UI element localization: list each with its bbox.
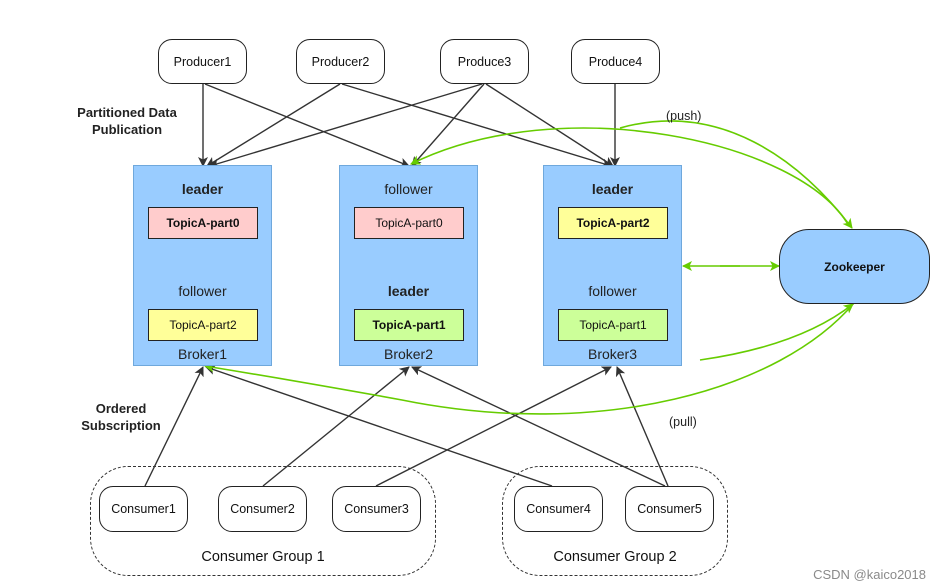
consumer-node: Consumer5 (625, 486, 714, 532)
consumer-group-2: Consumer Group 2 (502, 466, 728, 576)
partition-box: TopicA-part1 (558, 309, 668, 341)
arrow-producer2-broker1 (206, 83, 341, 167)
consumer-group-label: Consumer Group 1 (201, 549, 325, 565)
consumer-group-label: Consumer Group 2 (553, 549, 677, 565)
pull-label: (pull) (669, 415, 697, 429)
broker-3: leader TopicA-part2 follower TopicA-part… (543, 165, 682, 366)
consumer-node: Consumer3 (332, 486, 421, 532)
producer-label: Produce4 (588, 54, 643, 69)
broker-1: leader TopicA-part0 follower TopicA-part… (133, 165, 272, 366)
broker-bottom-role: leader (387, 283, 430, 299)
zookeeper-label: Zookeeper (824, 259, 885, 274)
arrow-producer1-broker2 (204, 83, 410, 168)
arrow-produce3-broker2 (411, 83, 485, 167)
arrow-produce3-broker3 (485, 83, 614, 167)
arrow-consumer4-broker1 (205, 365, 553, 487)
zookeeper-node: Zookeeper (779, 229, 930, 304)
broker-top-role: leader (181, 181, 224, 197)
caption-subscription: Ordered Subscription (81, 401, 161, 433)
consumer-label: Consumer5 (637, 502, 702, 516)
arrow-producer2-broker3 (341, 83, 612, 169)
producer-node: Produce4 (571, 39, 660, 84)
push-label: (push) (666, 109, 702, 123)
broker-bottom-role: follower (178, 283, 227, 299)
producer-node: Produce3 (440, 39, 529, 84)
consumer-label: Consumer2 (230, 502, 295, 516)
producer-label: Producer1 (173, 54, 232, 69)
broker-name: Broker1 (177, 346, 228, 362)
broker-bottom-role: follower (588, 283, 637, 299)
broker-2: follower TopicA-part0 leader TopicA-part… (339, 165, 478, 366)
producer-node: Producer2 (296, 39, 385, 84)
producer-node: Producer1 (158, 39, 247, 84)
consumer-group-1: Consumer Group 1 (90, 466, 436, 576)
producer-label: Producer2 (311, 54, 370, 69)
broker-top-role: follower (384, 181, 433, 197)
consumer-node: Consumer1 (99, 486, 188, 532)
partition-box: TopicA-part0 (148, 207, 258, 239)
partition-box: TopicA-part0 (354, 207, 464, 239)
producer-label: Produce3 (457, 54, 512, 69)
push-arrow-broker2-zookeeper (619, 120, 853, 229)
consumer-label: Consumer4 (526, 502, 591, 516)
pull-arrow-zookeeper-broker1 (204, 302, 855, 415)
push-arrow-zookeeper-broker2 (410, 127, 850, 227)
arrow-consumer3-broker3 (375, 366, 612, 487)
broker-name: Broker3 (587, 346, 638, 362)
consumer-node: Consumer4 (514, 486, 603, 532)
consumer-node: Consumer2 (218, 486, 307, 532)
partition-box: TopicA-part2 (558, 207, 668, 239)
arrow-produce3-broker1 (209, 83, 483, 169)
watermark: CSDN @kaico2018 (813, 567, 926, 582)
consumer-label: Consumer3 (344, 502, 409, 516)
broker-name: Broker2 (383, 346, 434, 362)
partition-box: TopicA-part2 (148, 309, 258, 341)
partition-box: TopicA-part1 (354, 309, 464, 341)
pull-arrow-to-zookeeper (699, 303, 854, 361)
consumer-label: Consumer1 (111, 502, 176, 516)
broker-top-role: leader (591, 181, 634, 197)
caption-publication: Partitioned Data Publication (77, 105, 177, 137)
